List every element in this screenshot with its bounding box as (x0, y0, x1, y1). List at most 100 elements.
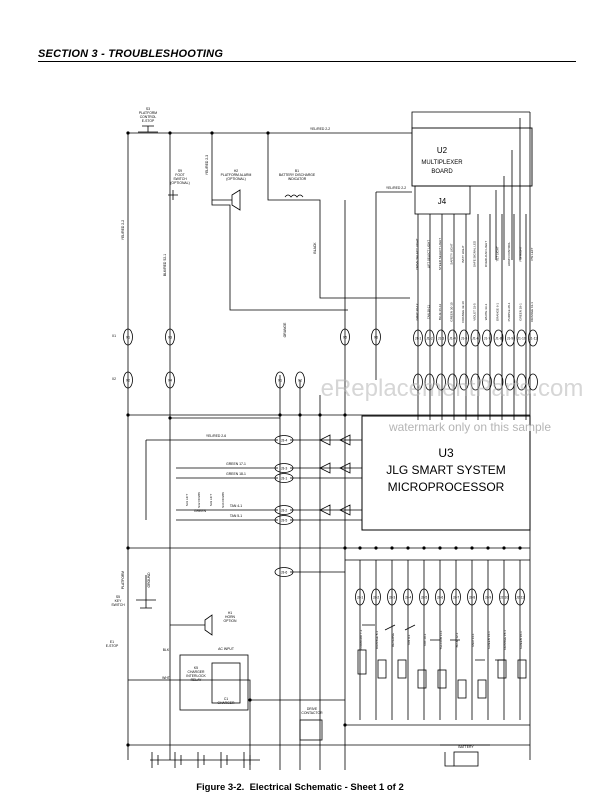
figure-caption: Figure 3-2. Electrical Schematic - Sheet… (0, 782, 600, 793)
upper-connector-lower-1 (413, 373, 423, 391)
lower-wire-label-11: GREEN 16-1 (519, 631, 523, 649)
u2-top-label-6: SAFE SIGNAL LED (473, 240, 477, 267)
wire-blk: BLK (163, 648, 170, 652)
lower-connector-3-label: J2-3 (389, 595, 396, 599)
s9-line2: SWITCH (173, 177, 187, 181)
wire-yel-red-top: YEL/RED 2-2 (310, 127, 330, 131)
charger-box (179, 654, 249, 711)
lower-wire-label-10: ORANGE 15-1 (503, 630, 507, 650)
s3-line1: PLATFORM (139, 111, 157, 115)
upper-connector-3: J1-3 (436, 329, 446, 347)
c1-ac: AC INPUT (218, 647, 234, 651)
ic-switch-label-1: S31 LIFT (185, 494, 189, 507)
rail-connector: X5 (340, 328, 350, 346)
upper-connector-lower-6 (470, 373, 481, 391)
u2-top-label-7: OVERLOAD LIGHT (484, 241, 488, 268)
wire-black: BLACK (313, 242, 317, 254)
rail-connector: X1 (275, 371, 285, 389)
lower-connector-10: J2-10 (499, 588, 509, 606)
rail-connector: X1 (123, 328, 133, 346)
x1-ref: X1 (112, 334, 116, 338)
upper-connector-lower-8 (493, 373, 504, 391)
upper-connector-10: J1-10 (516, 329, 527, 347)
wire-s30-green: GREEN (194, 509, 207, 513)
u2-connector: J4 (438, 197, 447, 206)
lower-connector-4-label: J2-4 (405, 595, 412, 599)
lower-wire-label-9: GREEN 14-1 (487, 631, 491, 649)
s3-ref: S3 (146, 107, 150, 111)
u2-top-label-10: PSI RIGHT (519, 246, 523, 261)
page-header: SECTION 3 - TROUBLESHOOTING (38, 44, 574, 62)
k5-line3: RELAY (191, 678, 203, 682)
u3-connector-5: J3-5 (274, 515, 294, 525)
b1-line1: BATTERY DISCHARGE (279, 173, 316, 177)
wire-wht: WHT (162, 676, 170, 680)
watermark-notice: watermark only on this sample (388, 420, 551, 434)
ic-switch-label-4: S34 DOWN (221, 492, 225, 508)
drive-line1: DRIVE (307, 707, 318, 711)
e1-line1: E-STOP (106, 644, 119, 648)
u2-line1: MULTIPLEXER (421, 160, 463, 166)
upper-connector-11-label: J1-11 (529, 336, 537, 340)
h2-line1: PLATFORM ALARM (221, 173, 252, 177)
wire-yel-red-2-6: YEL/RED 2-6 (206, 434, 226, 438)
k5-line2: INTERLOCK (186, 674, 206, 678)
drive-contactor-box (299, 719, 323, 741)
lower-connector-6-label: J2-6 (437, 595, 444, 599)
lower-connector-8-label: J2-8 (469, 595, 476, 599)
lower-connector-3: J2-3 (387, 588, 397, 606)
u2-top-label-9: HORN CONTROL (507, 242, 511, 267)
u3-connector-2-label: J3-3 (281, 466, 288, 470)
u2-top-label-4: SAFETY LIGHT (450, 243, 454, 264)
upper-connector-9: J1-9 (505, 329, 515, 347)
motor-box (453, 751, 479, 767)
u2-top-label-1: DRIVE SELECT LIGHT (415, 238, 419, 269)
s9-line3: (OPTIONAL) (170, 181, 189, 185)
lower-connector-2: J2-2 (371, 588, 381, 606)
upper-connector-2: J1-2 (424, 329, 435, 347)
u2-wire-label-4: GREEN 30-10 (450, 302, 454, 322)
rail-connector-label: X3 (168, 335, 172, 339)
rail-connector: X4 (165, 371, 175, 389)
lower-connector-7: J2-7 (451, 588, 461, 606)
wire-orange: ORANGE (283, 322, 287, 337)
u3-line1: JLG SMART SYSTEM (386, 463, 506, 477)
watermark-site: eReplacementParts.com (321, 375, 584, 402)
header-rule (38, 61, 576, 62)
h2-line2: (OPTIONAL) (226, 177, 245, 181)
lower-wire-label-6: YELLOW 11-1 (439, 630, 443, 649)
drive-line2: CONTACTOR (301, 711, 323, 715)
lower-connector-9-label: J2-9 (485, 595, 492, 599)
rail-connector: X2 (295, 371, 305, 389)
lower-wire-label-3: REVERSE (391, 633, 395, 647)
upper-connector-7-label: J1-7 (484, 336, 491, 340)
lower-wire-label-7: BLUE 12-1 (455, 632, 459, 647)
rail-connector-label: X5 (343, 335, 347, 339)
lower-connector-8: J2-8 (467, 588, 477, 606)
u2-wire-label-7: WHITE 33-1 (484, 303, 488, 320)
u3-line2: MICROPROCESSOR (388, 480, 505, 494)
lower-connector-2-label: J2-2 (373, 595, 380, 599)
ic-switch-label-3: S33 LIFT (209, 494, 213, 507)
lower-wire-label-5: TAN 10-1 (423, 633, 427, 646)
upper-connector-lower-11 (528, 373, 538, 391)
u2-line2: BOARD (431, 169, 453, 175)
u3-connector-3: J3-1 (274, 473, 294, 483)
s5-line2: SWITCH (111, 603, 125, 607)
lower-connector-4: J2-4 (403, 588, 413, 606)
u3-connector-4-label: J3-2 (281, 508, 288, 512)
upper-connector-1-label: J1-1 (415, 336, 422, 340)
h1-ref: H1 (228, 611, 232, 615)
rail-connector-label: X2 (298, 378, 302, 382)
lower-wire-label-8: RED 13-1 (471, 633, 475, 647)
rail-connector: X2 (123, 371, 133, 389)
s3-line2: CONTROL (140, 115, 157, 119)
wire-green18: GREEN 18-1 (226, 472, 246, 476)
s5-ref: S5 (116, 595, 120, 599)
u3-connector-2: J3-3 (274, 463, 294, 473)
rail-connector-label: X2 (126, 378, 130, 382)
u2-wire-label-2: TAN 28-11 (427, 305, 431, 319)
wire-yel-red-2-3: YEL/RED 2-3 (205, 155, 209, 175)
upper-connector-lower-7 (482, 373, 492, 391)
